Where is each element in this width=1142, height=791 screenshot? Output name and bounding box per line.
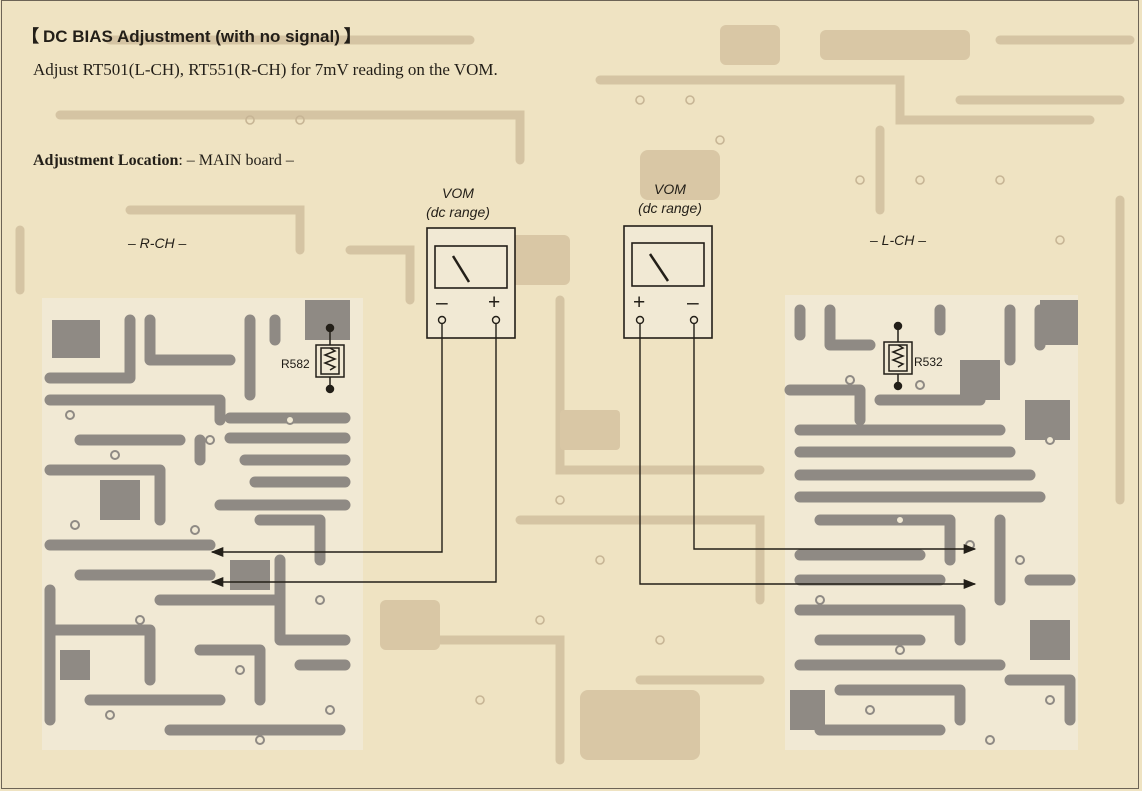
vom-right-negative-terminal: – <box>687 291 699 314</box>
vom-left-positive-terminal: + <box>488 291 501 314</box>
vom-left-negative-terminal: – <box>436 291 448 314</box>
heading-close-bracket: 】 <box>343 27 361 46</box>
heading-text: DC BIAS Adjustment (with no signal) <box>43 27 340 46</box>
location-colon: : <box>178 152 183 169</box>
vom-right-positive-terminal: + <box>633 291 646 314</box>
vom-meter-right-box <box>623 225 713 339</box>
heading-open-bracket: 【 <box>22 27 39 46</box>
l-ch-board <box>784 295 1078 750</box>
vom-right-title: VOM (dc range) <box>630 180 710 218</box>
l-ch-label: – L-CH – <box>870 232 927 248</box>
vom-right-name: VOM <box>654 181 686 197</box>
r532-label: R532 <box>914 355 943 369</box>
location-label: Adjustment Location <box>33 152 179 169</box>
location-value: – MAIN board – <box>186 152 294 169</box>
adjustment-instruction: Adjust RT501(L-CH), RT551(R-CH) for 7mV … <box>33 60 498 79</box>
vom-left-range: (dc range) <box>426 204 490 220</box>
r582-resistor-symbol <box>315 323 345 394</box>
background-board-pads <box>245 95 1065 705</box>
vom-right-range: (dc range) <box>638 200 702 216</box>
r582-label: R582 <box>281 357 310 371</box>
probe-wires <box>210 324 977 590</box>
adjustment-location: Adjustment Location: – MAIN board – <box>33 152 294 170</box>
vom-left-name: VOM <box>442 185 474 201</box>
vom-meter-left-box <box>426 227 516 339</box>
section-heading: 【DC BIAS Adjustment (with no signal)】 <box>18 22 365 47</box>
r532-resistor-symbol <box>883 321 913 391</box>
vom-left-title: VOM (dc range) <box>418 184 498 222</box>
background-board-blocks <box>380 25 970 760</box>
background-board-traces <box>15 35 1135 765</box>
r-ch-board <box>42 298 363 750</box>
r-ch-label: – R-CH – <box>128 235 187 251</box>
